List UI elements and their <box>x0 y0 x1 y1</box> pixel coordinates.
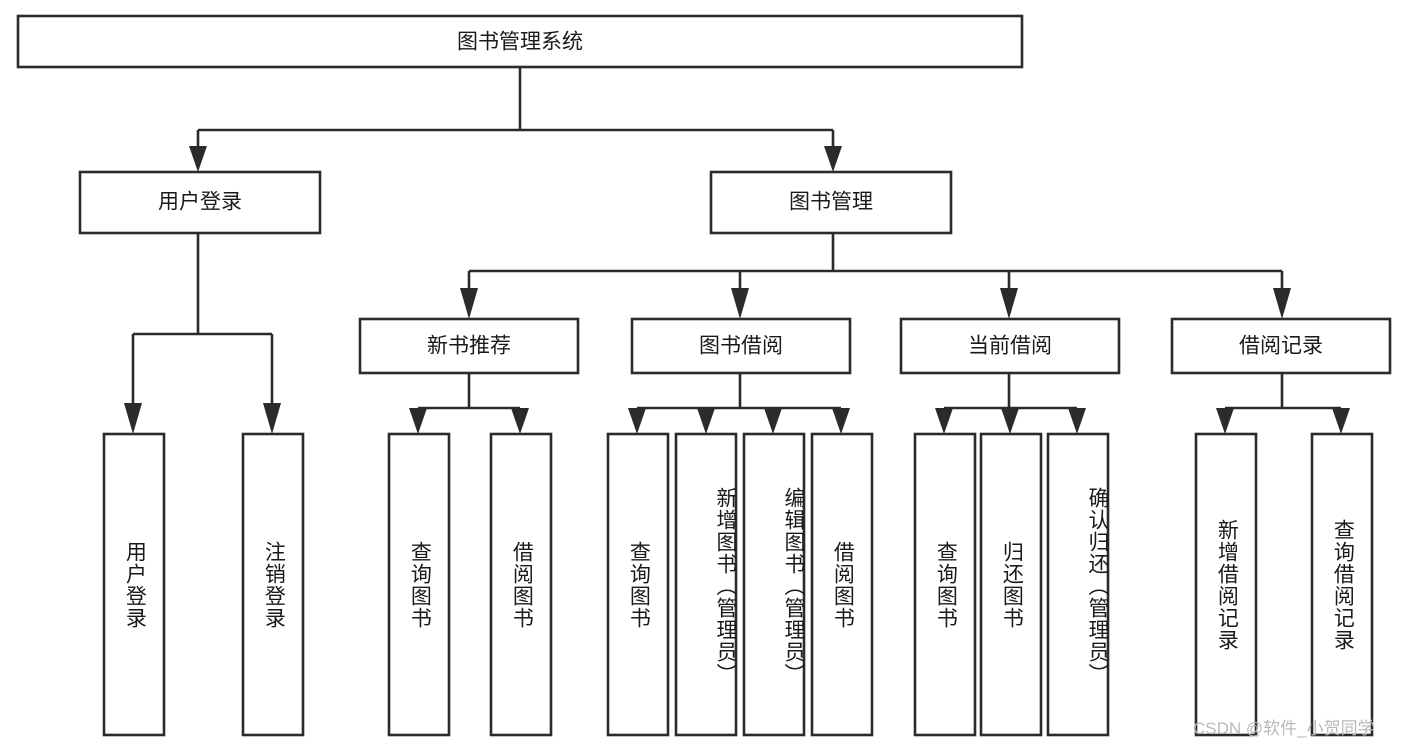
node-leaf-edit-book-box[interactable] <box>742 432 806 737</box>
node-borrow-record-box[interactable] <box>1170 317 1392 375</box>
node-user-login-label: 用户登录 <box>158 191 242 214</box>
arrow-head-user-login <box>189 146 207 172</box>
node-book-manage-label: 图书管理 <box>789 191 873 214</box>
node-leaf-borrow-book-2-box[interactable] <box>810 432 874 737</box>
node-leaf-logout-box[interactable] <box>241 432 305 737</box>
node-leaf-borrow-book-1-box[interactable] <box>489 432 553 737</box>
node-root-box[interactable] <box>16 14 1024 69</box>
arrow-head-current-borrow <box>1000 288 1018 319</box>
connector-group-root <box>189 67 842 172</box>
arrow-head-leaf-add-book <box>697 408 715 434</box>
arrow-head-leaf-confirm-return <box>1068 408 1086 434</box>
node-new-book-rec-box[interactable] <box>358 317 580 375</box>
arrow-head-leaf-borrow-book-2 <box>832 408 850 434</box>
arrow-head-book-manage <box>824 146 842 172</box>
node-leaf-query-book-1-box[interactable] <box>387 432 451 737</box>
connector-group-book-borrow <box>628 373 850 434</box>
connector-group-borrow-record <box>1216 373 1350 434</box>
node-book-borrow-box[interactable] <box>630 317 852 375</box>
node-borrow-record-label: 借阅记录 <box>1239 335 1323 358</box>
arrow-head-borrow-record <box>1273 288 1291 319</box>
node-root-label: 图书管理系统 <box>457 31 583 54</box>
connector-group-user-login <box>124 233 281 434</box>
connector-group-current-borrow <box>935 373 1086 434</box>
connector-group-book-manage <box>460 233 1291 319</box>
arrow-head-leaf-add-record <box>1216 408 1234 434</box>
node-leaf-query-book-2-box[interactable] <box>606 432 670 737</box>
arrow-head-leaf-logout <box>263 403 281 434</box>
node-leaf-query-record-box[interactable] <box>1310 432 1374 737</box>
node-user-login-box[interactable] <box>78 170 322 235</box>
node-leaf-add-book-box[interactable] <box>674 432 738 737</box>
arrow-head-leaf-query-book-1 <box>409 408 427 434</box>
csdn-watermark: CSDN @软件_小贺同学 <box>1193 719 1375 738</box>
node-leaf-return-book-box[interactable] <box>979 432 1043 737</box>
arrow-head-new-book-rec <box>460 288 478 319</box>
connector-group-new-book-rec <box>409 373 529 434</box>
arrow-head-leaf-borrow-book-1 <box>511 408 529 434</box>
node-leaf-query-book-3-box[interactable] <box>913 432 977 737</box>
arrow-head-leaf-query-book-3 <box>935 408 953 434</box>
node-leaf-user-login-box[interactable] <box>102 432 166 737</box>
node-new-book-rec-label: 新书推荐 <box>427 335 511 358</box>
node-book-borrow-label: 图书借阅 <box>699 335 783 358</box>
node-leaf-add-record-box[interactable] <box>1194 432 1258 737</box>
node-leaf-confirm-return-box[interactable] <box>1046 432 1110 737</box>
node-book-manage-box[interactable] <box>709 170 953 235</box>
node-current-borrow-box[interactable] <box>899 317 1121 375</box>
node-current-borrow-label: 当前借阅 <box>968 335 1052 358</box>
arrow-head-leaf-edit-book <box>764 408 782 434</box>
arrow-head-leaf-user-login <box>124 403 142 434</box>
arrow-head-leaf-query-book-2 <box>628 408 646 434</box>
arrow-head-leaf-return-book <box>1001 408 1019 434</box>
arrow-head-book-borrow <box>731 288 749 319</box>
arrow-head-leaf-query-record <box>1332 408 1350 434</box>
